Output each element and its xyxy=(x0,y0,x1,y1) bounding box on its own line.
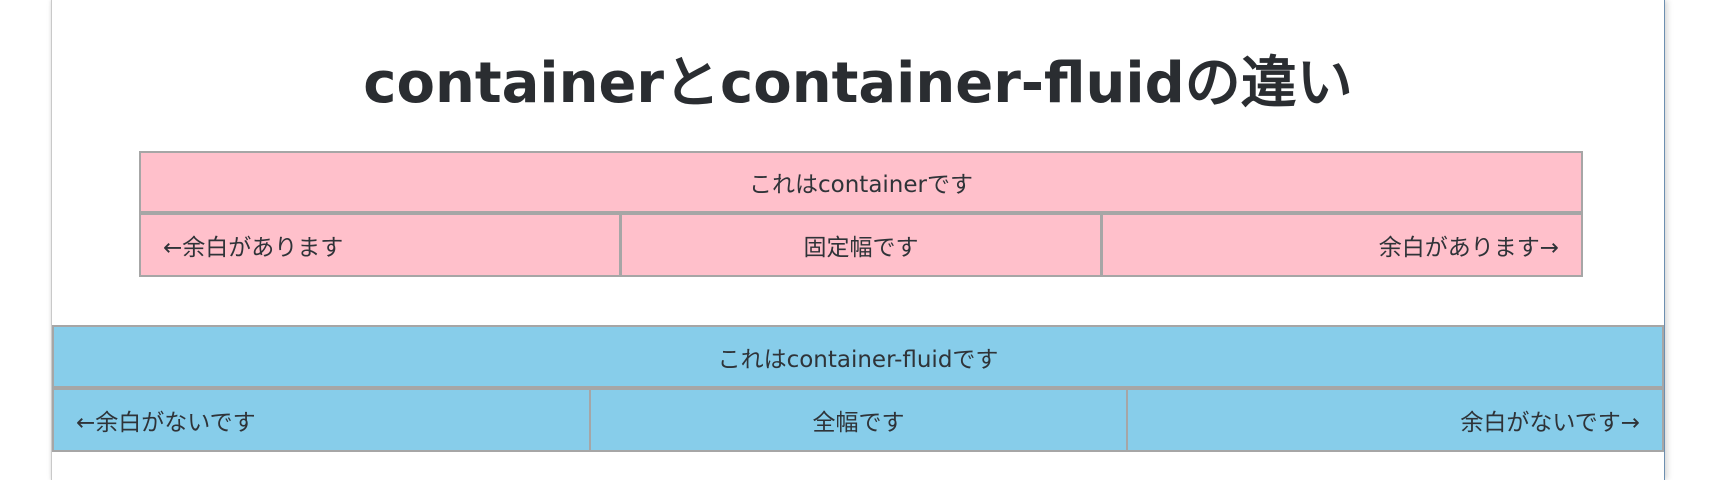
container-header-label: これはcontainerです xyxy=(749,172,973,198)
fluid-cell-left: ←余白がないです xyxy=(52,388,591,452)
fluid-header-row: これはcontainer-fluidです xyxy=(52,325,1664,388)
fluid-cell-right-label: 余白がないです→ xyxy=(1460,410,1640,436)
container-cell-left-label: ←余白があります xyxy=(163,235,344,261)
container-cell-right-label: 余白があります→ xyxy=(1378,235,1559,261)
fluid-header-label: これはcontainer-fluidです xyxy=(717,346,999,373)
container-cell-right: 余白があります→ xyxy=(1101,213,1583,277)
page-body: containerとcontainer-fluidの違い これはcontaine… xyxy=(51,0,1665,480)
fluid-cell-center: 全幅です xyxy=(589,388,1128,452)
container-cell-left: ←余白があります xyxy=(139,213,621,277)
fluid-cell-left-label: ←余白がないです xyxy=(76,410,256,436)
container-cell-center-label: 固定幅です xyxy=(803,235,919,261)
fluid-cell-center-label: 全幅です xyxy=(812,410,905,436)
page-title: containerとcontainer-fluidの違い xyxy=(363,50,1353,116)
fluid-cell-right: 余白がないです→ xyxy=(1126,388,1664,452)
container-cell-center: 固定幅です xyxy=(620,213,1102,277)
container-header-row: これはcontainerです xyxy=(139,151,1583,213)
